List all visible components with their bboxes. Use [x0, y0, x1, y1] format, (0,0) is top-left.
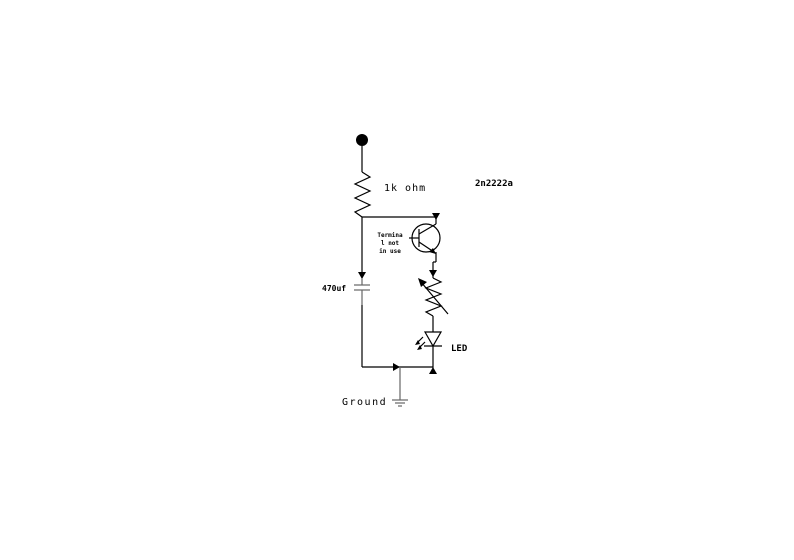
arrow-ground [393, 363, 400, 371]
arrow-emitter [429, 270, 437, 277]
transistor-label: 2n2222a [475, 179, 513, 189]
arrow-collector [432, 213, 440, 220]
capacitor-label: 470uf [322, 284, 346, 293]
variable-resistor [418, 277, 449, 317]
led-label: LED [451, 344, 468, 354]
terminal-note-line3: in use [379, 248, 401, 255]
transistor-2n2222a [409, 217, 441, 262]
ground-label: Ground [342, 397, 387, 408]
ground-symbol [392, 367, 408, 407]
led-diode [415, 331, 443, 368]
terminal-note-line1: Termina [377, 232, 403, 239]
power-terminal [356, 134, 368, 146]
arrow-led-return [429, 367, 437, 374]
capacitor-470uf [354, 278, 370, 305]
arrow-capacitor [358, 272, 366, 279]
resistor-1k [353, 171, 372, 218]
terminal-note-line2: l not [381, 240, 399, 247]
resistor-label: 1k ohm [384, 183, 426, 194]
